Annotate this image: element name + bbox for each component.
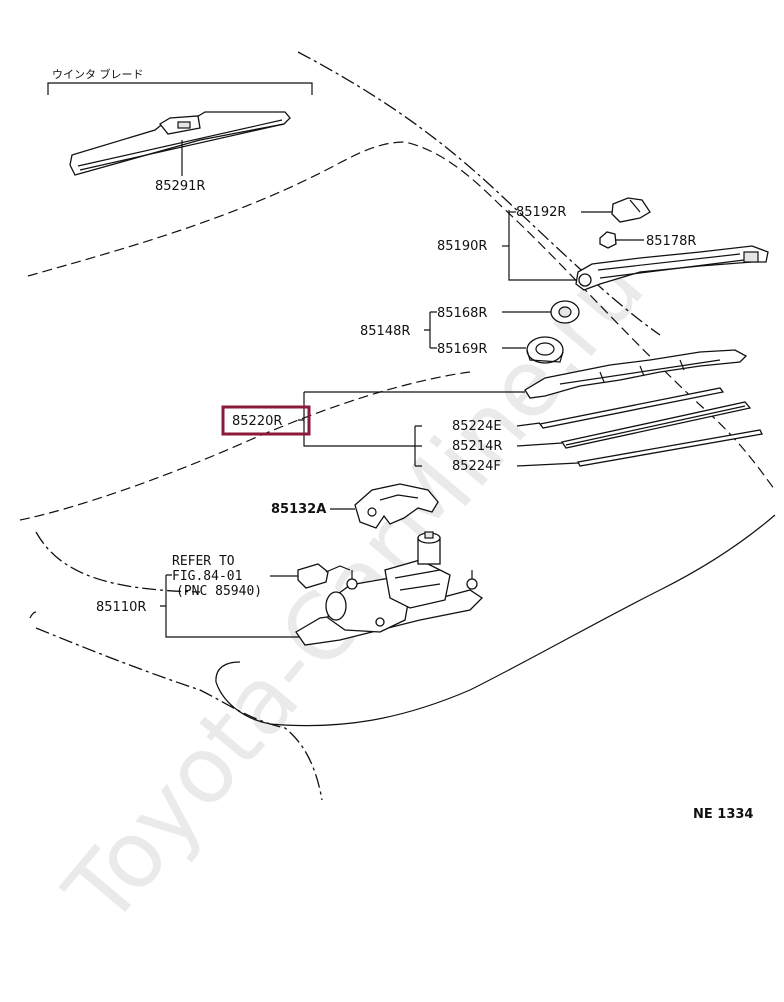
label-85224F: 85224F [452, 459, 501, 474]
label-85132A: 85132A [271, 502, 326, 517]
label-85291R: 85291R [155, 179, 205, 194]
arm-cap-shape[interactable] [611, 197, 651, 223]
blade-frame-shape[interactable] [524, 349, 748, 399]
grommet-shape[interactable] [526, 336, 564, 364]
blade-insert-upper[interactable] [538, 387, 725, 429]
label-85148R: 85148R [360, 324, 410, 339]
body-outline [19, 51, 776, 801]
bracket-group: 85132A [271, 483, 439, 529]
wiper-arm-shape[interactable] [575, 245, 769, 291]
nut-shape[interactable] [599, 231, 617, 249]
label-85192R: 85192R [516, 205, 566, 220]
bracket-shape[interactable] [354, 483, 439, 529]
label-85110R: 85110R [96, 600, 146, 615]
label-85168R: 85168R [437, 306, 487, 321]
diagram-code: NE 1334 [693, 807, 753, 822]
seal-group: 85168R 85148R 85169R [360, 300, 580, 364]
label-85190R: 85190R [437, 239, 487, 254]
label-85178R: 85178R [646, 234, 696, 249]
label-85224E: 85224E [452, 419, 502, 434]
refer-note-line1: REFER TO [172, 554, 235, 569]
blade-insert-lower[interactable] [577, 429, 763, 467]
refer-note-line3: (PNC 85940) [176, 584, 262, 599]
label-85214R: 85214R [452, 439, 502, 454]
winter-blade-group: ウインタ ブレード 85291R [47, 67, 313, 194]
motor-group: REFER TO FIG.84-01 (PNC 85940) 85110R [96, 531, 484, 646]
refer-note-line2: FIG.84-01 [172, 569, 242, 584]
blade-assembly-group: 85220R 85224E 85214R 85224F [221, 349, 763, 474]
highlight-85220R[interactable] [221, 405, 311, 436]
wiper-arm-group: 85192R 85190R 85178R [437, 197, 769, 291]
connector-shape[interactable] [297, 563, 329, 589]
label-85169R: 85169R [437, 342, 487, 357]
label-85220R: 85220R [232, 414, 282, 429]
winter-blade-title: ウインタ ブレード [52, 67, 144, 81]
